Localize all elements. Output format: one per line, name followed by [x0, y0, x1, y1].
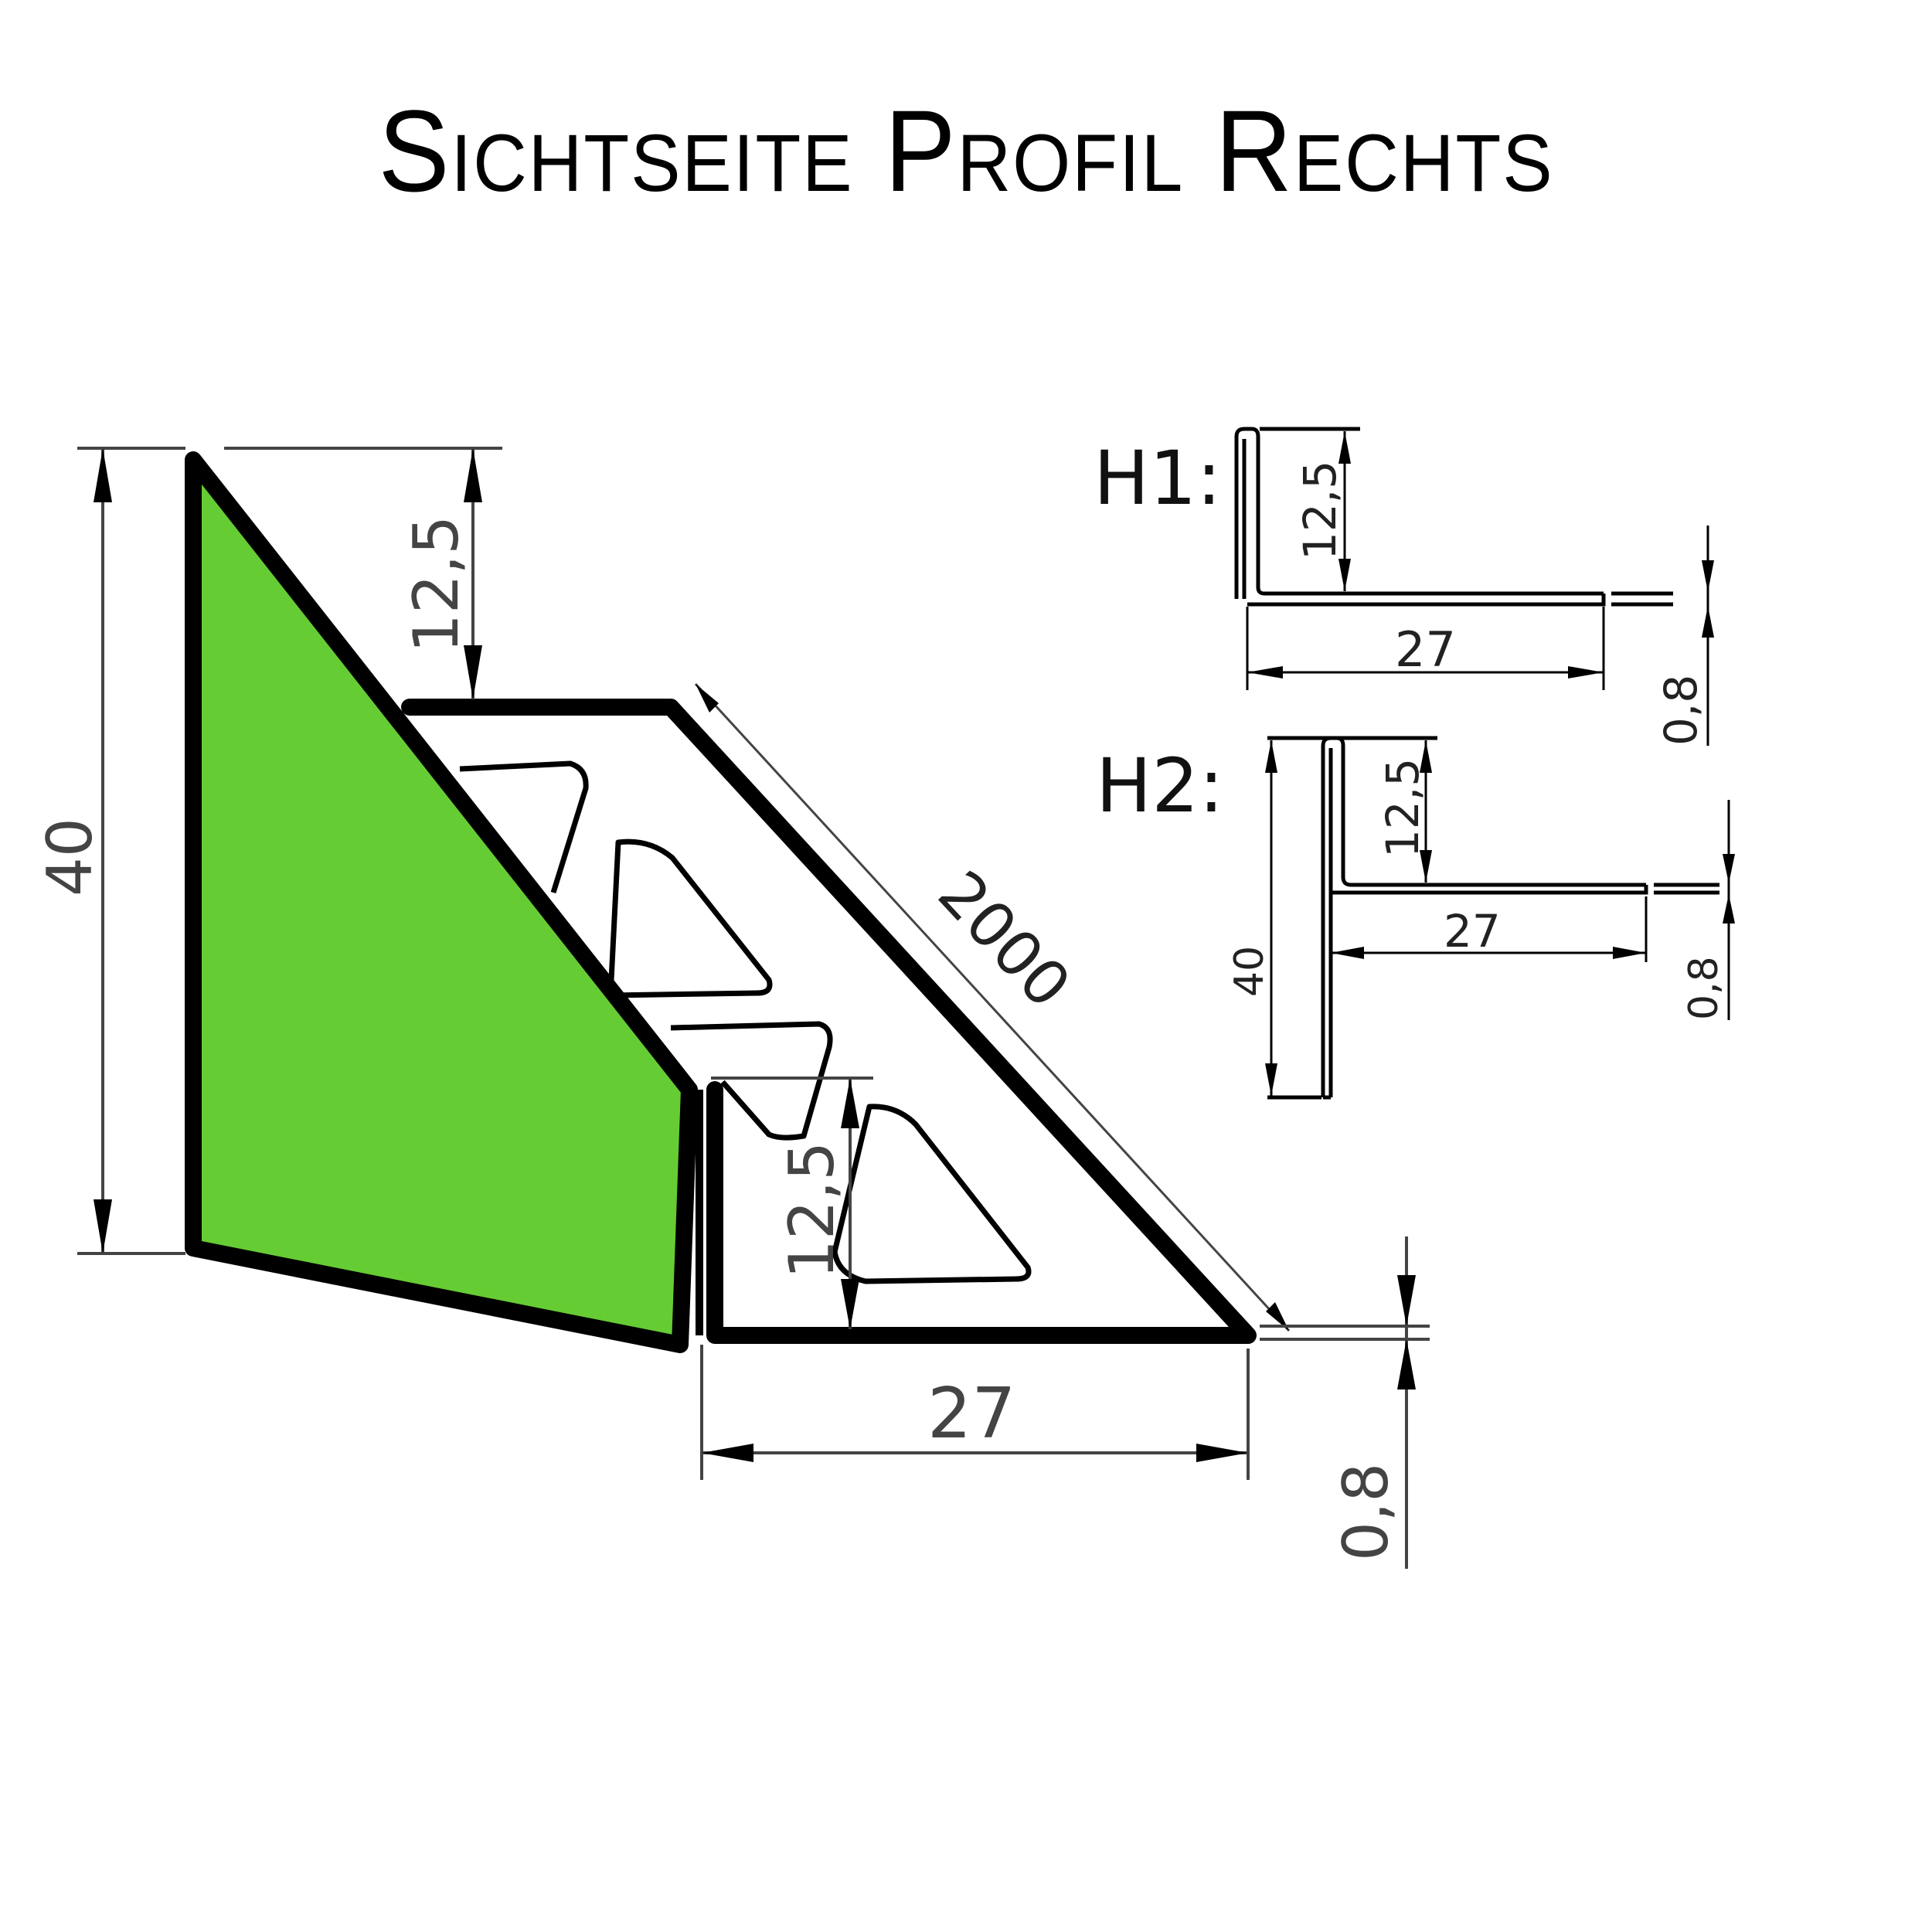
- detail-h2: H2: 40 12,5 27 0,8: [1096, 736, 1735, 1100]
- dim-thickness-0-8: 0,8: [1330, 1463, 1402, 1561]
- h1-dim-width-27: 27: [1395, 621, 1456, 678]
- main-dimensions: [77, 447, 1430, 1569]
- h2-dim-width-27: 27: [1444, 905, 1501, 957]
- page-title: Sichtseite Profil Rechts: [378, 86, 1554, 216]
- detail-h1: H1: 12,5 27 0,8: [1094, 427, 1714, 746]
- profile-top-flange: [401, 699, 1257, 1344]
- perforation-holes: [459, 760, 1032, 1284]
- dim-inner-leg-12-5: 12,5: [776, 1141, 848, 1279]
- dim-top-leg-12-5: 12,5: [400, 515, 472, 653]
- h1-dim-thickness-0-8: 0,8: [1655, 675, 1707, 746]
- h1-label: H1:: [1094, 435, 1222, 522]
- dim-base-27: 27: [927, 1373, 1016, 1454]
- h1-dim-leg-12-5: 12,5: [1294, 461, 1346, 560]
- h2-label: H2:: [1096, 743, 1224, 829]
- h2-dim-height-40: 40: [1226, 946, 1273, 997]
- visible-face: [185, 451, 698, 1353]
- h2-dim-leg-12-5: 12,5: [1376, 758, 1429, 858]
- h2-dim-thickness-0-8: 0,8: [1681, 956, 1727, 1020]
- main-profile-view: [185, 451, 1257, 1353]
- dim-height-40: 40: [34, 818, 106, 896]
